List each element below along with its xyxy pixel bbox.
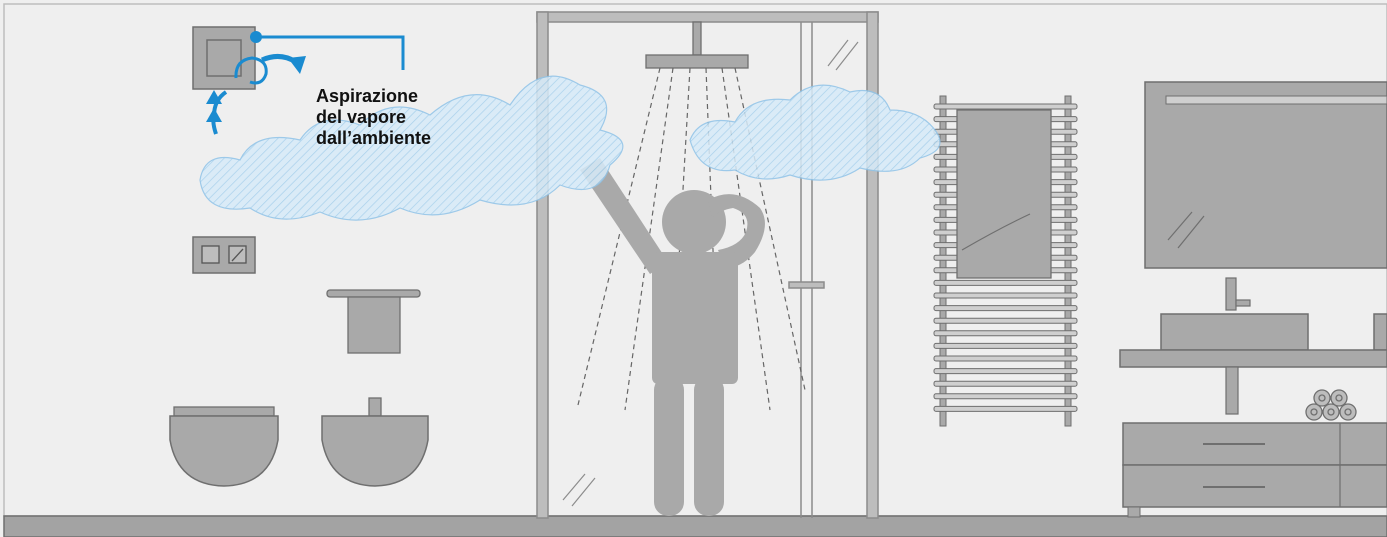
- callout-label: Aspirazione del vapore dall’ambiente: [316, 86, 431, 149]
- floor: [4, 516, 1387, 537]
- radiator-rung: [934, 381, 1077, 386]
- radiator-rung: [934, 343, 1077, 348]
- radiator-rung: [934, 369, 1077, 374]
- callout-line-2: del vapore: [316, 107, 431, 128]
- radiator-rung: [934, 394, 1077, 399]
- radiator-rung: [934, 406, 1077, 411]
- light-switch: [193, 237, 255, 273]
- radiator-rung: [934, 280, 1077, 285]
- radiator-rung: [934, 356, 1077, 361]
- radiator-rung: [934, 331, 1077, 336]
- callout-line-1: Aspirazione: [316, 86, 431, 107]
- callout-line-3: dall’ambiente: [316, 128, 431, 149]
- radiator-rung: [934, 318, 1077, 323]
- wall-mirror: [1145, 82, 1387, 268]
- radiator-rung: [934, 104, 1077, 109]
- radiator-rung: [934, 293, 1077, 298]
- radiator-rung: [934, 306, 1077, 311]
